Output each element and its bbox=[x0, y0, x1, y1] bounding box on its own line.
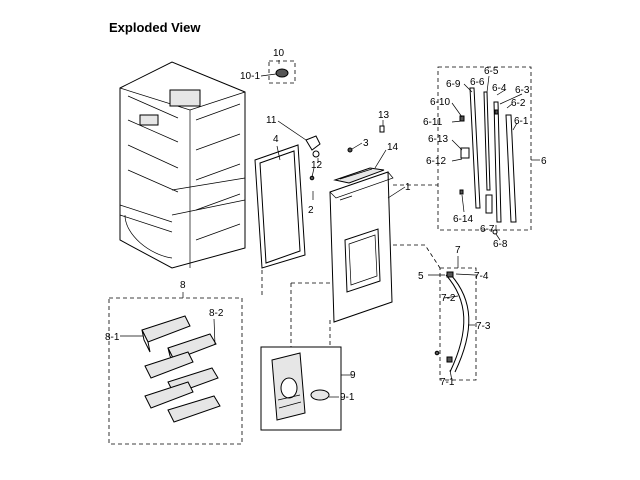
label-12: 12 bbox=[311, 160, 323, 171]
label-1: 1 bbox=[405, 182, 411, 193]
label-7-4: 7-4 bbox=[474, 271, 489, 282]
label-7-3: 7-3 bbox=[476, 321, 491, 332]
label-6-13: 6-13 bbox=[428, 134, 448, 145]
label-8: 8 bbox=[180, 280, 186, 291]
door-gasket-drawing bbox=[254, 144, 306, 269]
label-9-1: 9-1 bbox=[340, 392, 355, 403]
label-6-2: 6-2 bbox=[511, 98, 526, 109]
door-trim-drawing bbox=[437, 66, 532, 235]
label-6-4: 6-4 bbox=[492, 83, 507, 94]
label-2: 2 bbox=[308, 205, 314, 216]
door-handle-drawing bbox=[434, 267, 477, 381]
label-8-2: 8-2 bbox=[209, 308, 224, 319]
label-6-10: 6-10 bbox=[430, 97, 450, 108]
label-8-1: 8-1 bbox=[105, 332, 120, 343]
label-6-8: 6-8 bbox=[493, 239, 508, 250]
label-9: 9 bbox=[350, 370, 356, 381]
cabinet-drawing bbox=[119, 61, 246, 269]
label-6: 6 bbox=[541, 156, 547, 167]
part-labels: 10 10-1 11 4 12 2 13 3 14 1 6-5 6-9 6-6 … bbox=[105, 48, 547, 403]
door-bins-drawing bbox=[108, 297, 243, 445]
label-7-2: 7-2 bbox=[441, 293, 456, 304]
label-6-12: 6-12 bbox=[426, 156, 446, 167]
diagram-title: Exploded View bbox=[109, 20, 201, 35]
label-14: 14 bbox=[387, 142, 399, 153]
label-4: 4 bbox=[273, 134, 279, 145]
door-drawing bbox=[329, 171, 394, 323]
label-6-6: 6-6 bbox=[470, 77, 485, 88]
top-cap-drawing bbox=[333, 125, 385, 184]
dispenser-panel-drawing bbox=[260, 346, 342, 431]
label-6-7: 6-7 bbox=[480, 224, 495, 235]
assembly-lines bbox=[261, 184, 441, 347]
label-6-1: 6-1 bbox=[514, 116, 529, 127]
label-5: 5 bbox=[418, 271, 424, 282]
label-7: 7 bbox=[455, 245, 461, 256]
label-3: 3 bbox=[363, 138, 369, 149]
label-6-11: 6-11 bbox=[423, 117, 443, 128]
label-6-5: 6-5 bbox=[484, 66, 499, 77]
label-6-9: 6-9 bbox=[446, 79, 461, 90]
part-10-drawing bbox=[268, 60, 296, 84]
hinge-drawing bbox=[305, 135, 321, 181]
label-7-1: 7-1 bbox=[440, 377, 455, 388]
leader-lines bbox=[120, 60, 540, 398]
label-6-14: 6-14 bbox=[453, 214, 473, 225]
label-10-1: 10-1 bbox=[240, 71, 260, 82]
label-11: 11 bbox=[266, 115, 277, 126]
label-6-3: 6-3 bbox=[515, 85, 530, 96]
label-13: 13 bbox=[378, 110, 390, 121]
label-10: 10 bbox=[273, 48, 285, 59]
